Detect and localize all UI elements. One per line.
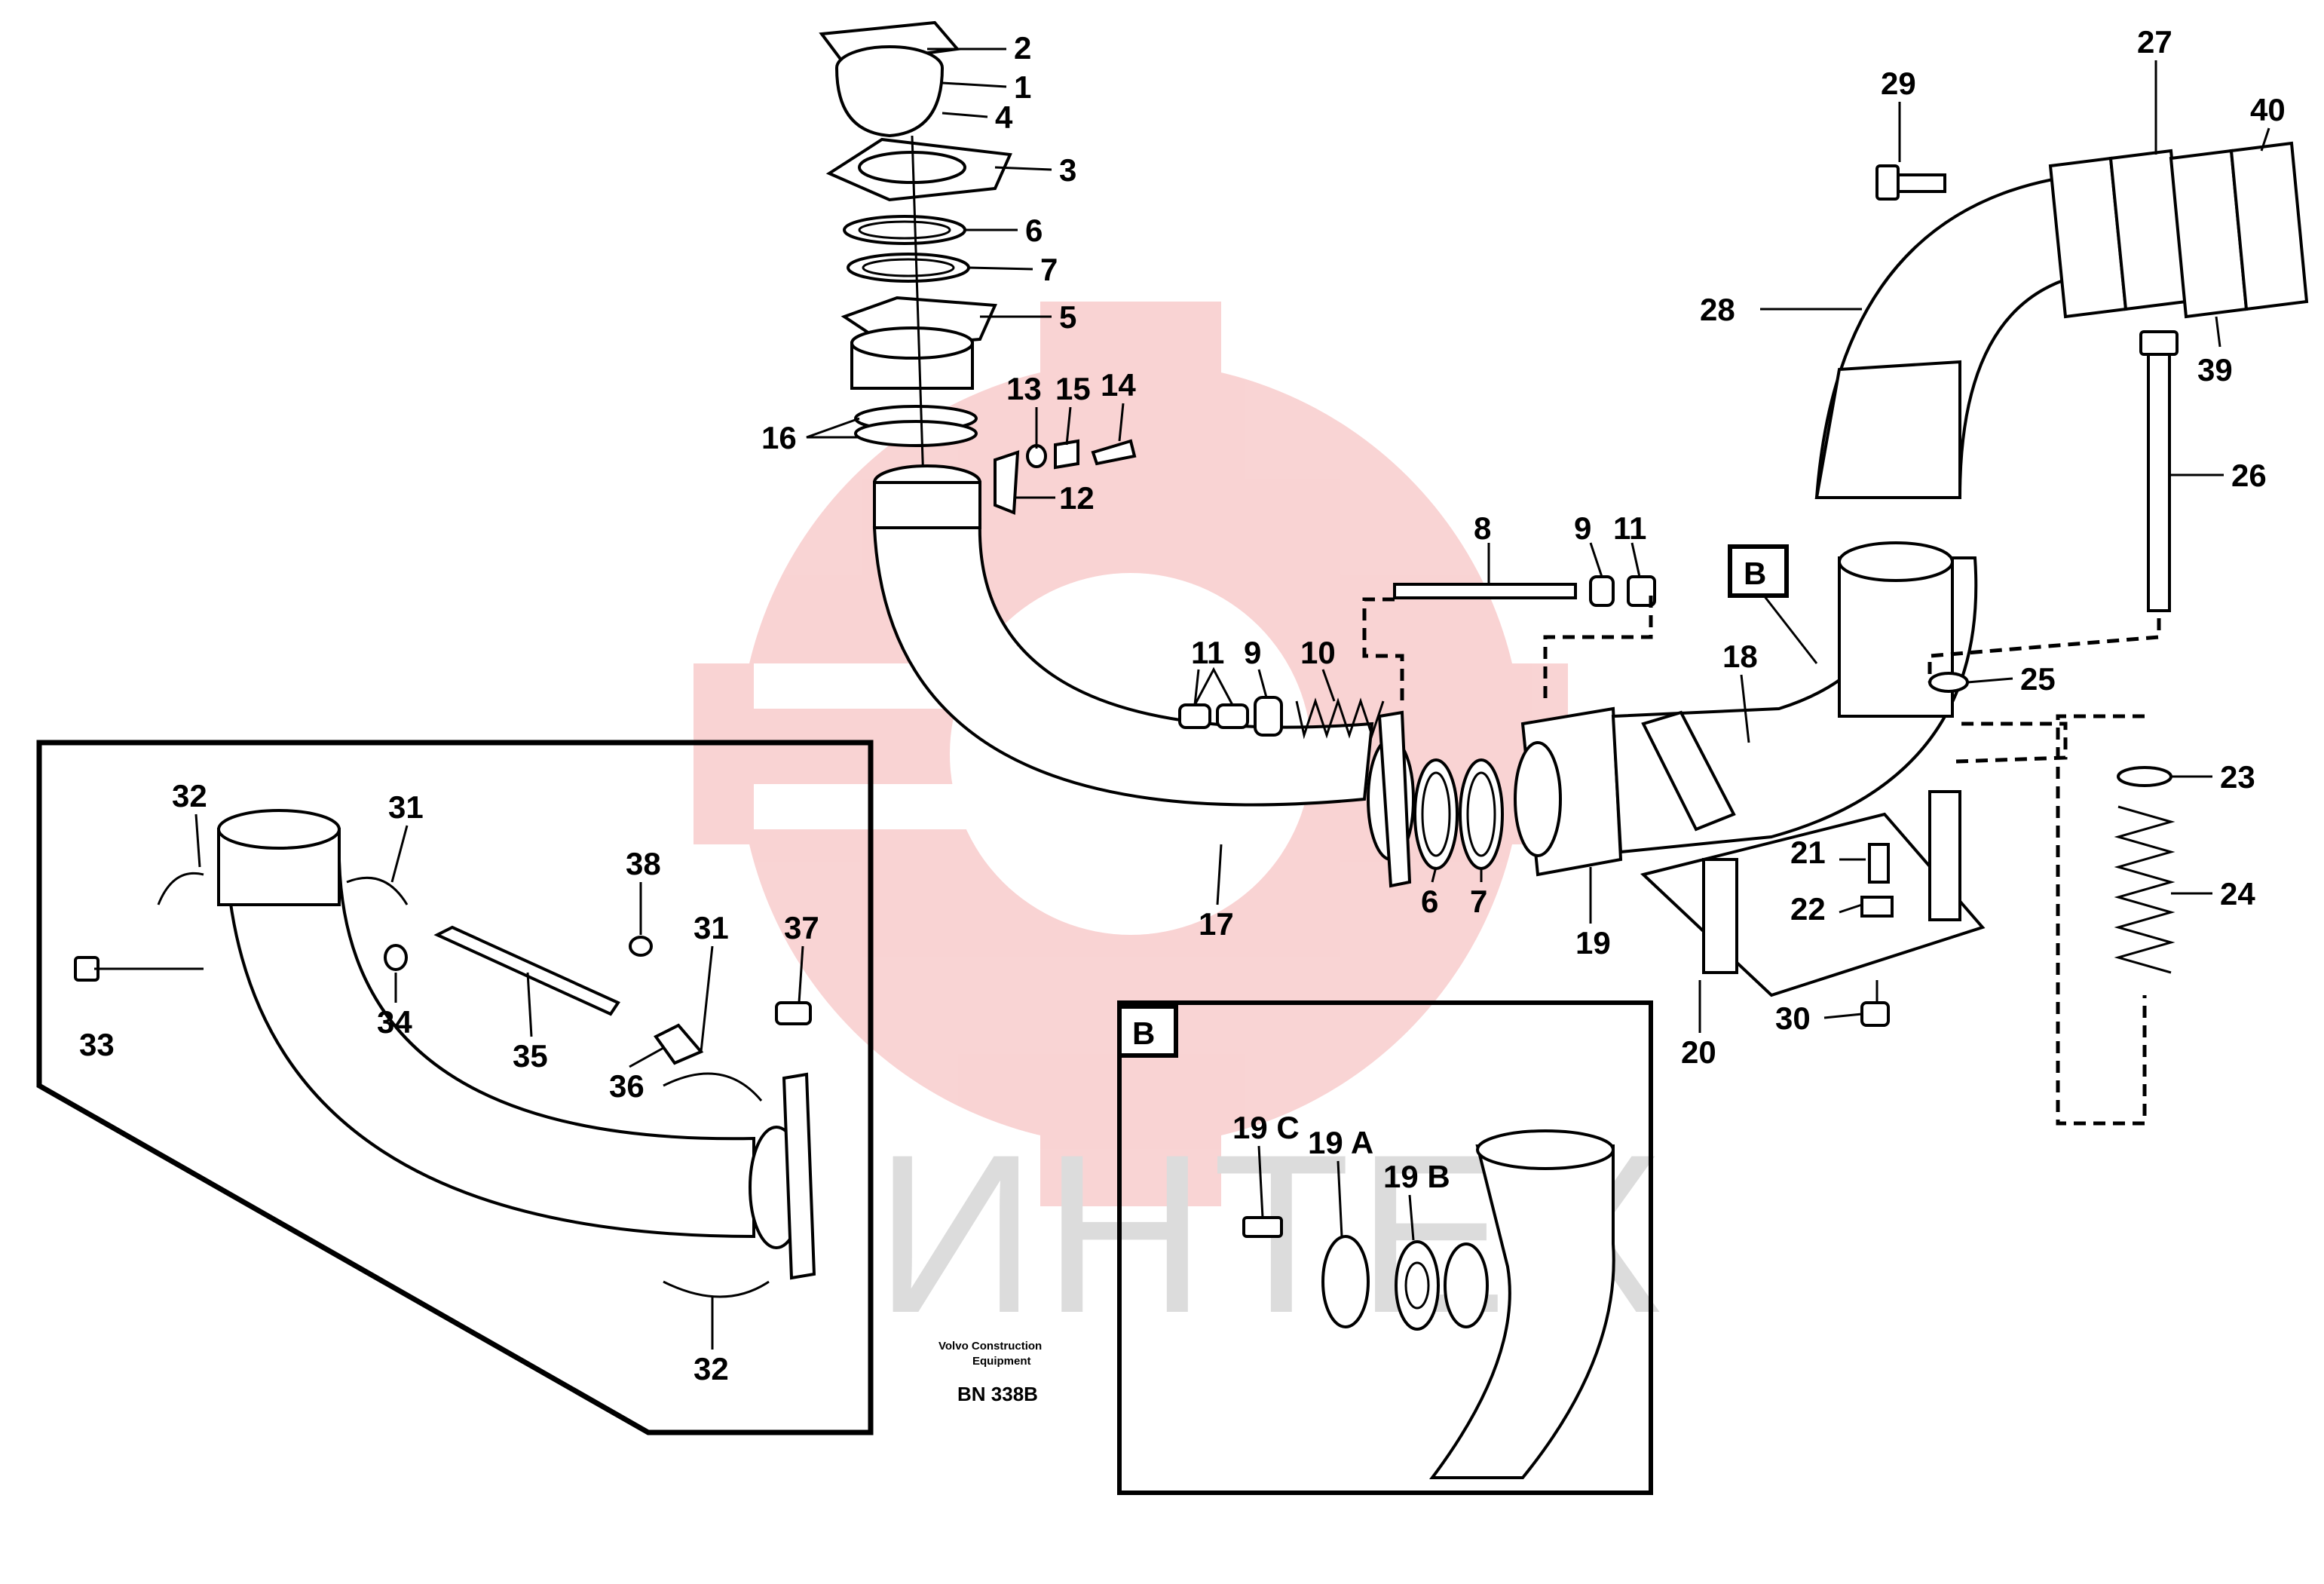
part-label-10: 10 [1300,635,1336,670]
part-label-12: 12 [1059,480,1095,516]
part-label-19b: 19 B [1383,1159,1450,1194]
long-bolt-spring [1927,330,2179,1126]
caption-company-line1: Volvo Construction [938,1340,1042,1353]
part-label-7-top: 7 [1040,252,1058,287]
part-label-30: 30 [1775,1000,1811,1036]
part-label-24: 24 [2220,876,2255,911]
part-label-34: 34 [377,1004,412,1040]
part-label-6-mid: 6 [1421,884,1438,919]
part-label-9-left: 9 [1244,635,1261,670]
detail-b-callout: B [1728,544,1818,664]
part-label-36: 36 [609,1068,645,1104]
part-label-3: 3 [1059,152,1076,188]
part-label-16: 16 [761,420,797,455]
part-label-27: 27 [2137,24,2172,60]
part-label-15: 15 [1055,371,1091,406]
part-label-4: 4 [995,100,1013,135]
leader-lines [94,47,2270,1350]
part-label-33: 33 [79,1027,115,1062]
part-label-22: 22 [1790,891,1826,927]
elbow-pipe-28 [1814,141,2309,499]
part-label-2: 2 [1014,30,1031,66]
part-label-31-right: 31 [694,910,729,945]
part-label-25: 25 [2020,661,2056,697]
part-label-11-left: 11 [1191,635,1224,670]
part-label-38: 38 [626,846,661,881]
part-label-6-top: 6 [1025,213,1043,248]
svg-text:B: B [1132,1016,1155,1051]
part-label-18: 18 [1722,639,1758,674]
part-label-20: 20 [1681,1034,1716,1070]
part-label-31-left: 31 [388,789,424,825]
caption-company-line2: Equipment [972,1355,1031,1368]
clamp-bracket-assembly [994,439,1137,515]
part-label-40: 40 [2250,92,2286,127]
part-label-19: 19 [1575,925,1611,961]
part-label-17: 17 [1199,906,1234,942]
vertical-flange-stack [819,20,1012,483]
part-label-37: 37 [784,910,819,945]
part-label-29: 29 [1881,66,1916,101]
part-labels: 2 1 4 3 6 7 5 16 13 15 14 12 8 9 11 11 9… [79,24,2286,1386]
part-label-13: 13 [1006,371,1042,406]
part-label-35: 35 [513,1038,548,1074]
diagram-caption: Volvo Construction Equipment BN 338B [938,1340,1042,1405]
part-label-39: 39 [2197,352,2233,388]
part-label-9-right: 9 [1574,510,1591,546]
detail-b-inset-panel: B [1117,1000,1653,1495]
part-label-19a: 19 A [1308,1125,1373,1160]
part-label-8: 8 [1474,510,1491,546]
part-label-1: 1 [1014,69,1031,105]
gaskets-6-7 [1413,758,1504,870]
exhaust-pipe-17 [872,464,1415,888]
part-label-5: 5 [1059,299,1076,335]
part-label-7-mid: 7 [1470,884,1487,919]
part-label-26: 26 [2231,458,2267,493]
part-label-19c: 19 C [1232,1110,1300,1145]
part-label-23: 23 [2220,759,2255,795]
svg-text:B: B [1744,556,1766,591]
part-label-11-right: 11 [1613,510,1646,546]
part-label-21: 21 [1790,835,1826,870]
part-label-32-top: 32 [172,778,207,813]
left-inset-panel [36,740,874,1435]
part-label-32-bottom: 32 [694,1351,729,1386]
caption-code: BN 338B [957,1383,1038,1405]
part-label-28: 28 [1700,292,1735,327]
manifold-housing-19 [1514,541,1986,1027]
part-label-14: 14 [1101,367,1136,403]
